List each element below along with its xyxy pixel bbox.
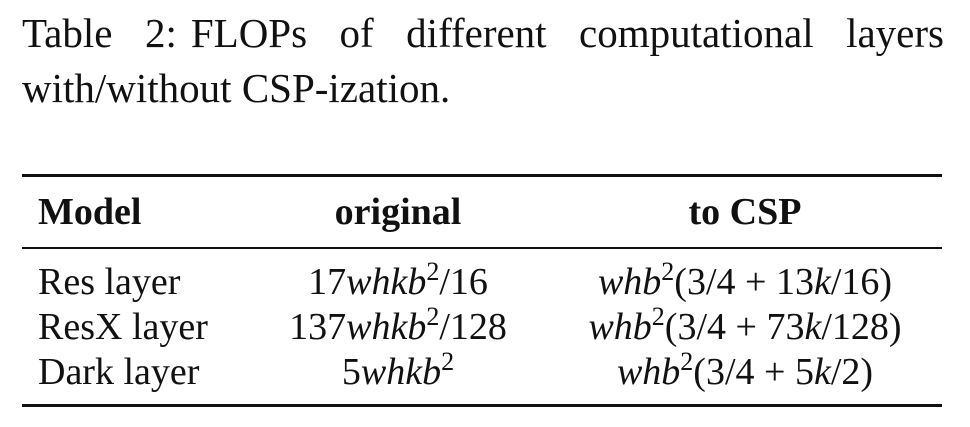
row-original-flops: 5whkb2 xyxy=(341,346,455,393)
table-header-row: Model original to CSP xyxy=(22,177,942,247)
flops-table: Model original to CSP Res layer 17whkb2/… xyxy=(22,174,942,407)
row-csp-flops: whb2(3/4 + 13k/16) xyxy=(597,256,893,303)
caption-label: Table 2: xyxy=(22,10,177,56)
caption-text: FLOPs of different computational layers … xyxy=(22,10,944,111)
table-row: Res layer 17whkb2/16 whb2(3/4 + 13k/16) xyxy=(22,249,942,304)
table-bottom-rule xyxy=(22,404,942,407)
header-original: original xyxy=(334,191,462,233)
table-row: Dark layer 5whkb2 whb2(3/4 + 5k/2) xyxy=(22,346,942,404)
row-original-flops: 17whkb2/16 xyxy=(308,256,488,303)
header-to-csp: to CSP xyxy=(688,191,802,233)
row-model-name: Res layer xyxy=(38,260,181,303)
table-mid-rule xyxy=(22,247,942,249)
row-csp-flops: whb2(3/4 + 5k/2) xyxy=(616,346,874,393)
table-top-rule xyxy=(22,174,942,177)
row-model-name: ResX layer xyxy=(38,305,208,348)
row-model-name: Dark layer xyxy=(38,350,200,393)
row-original-flops: 137whkb2/128 xyxy=(289,301,507,348)
table-row: ResX layer 137whkb2/128 whb2(3/4 + 73k/1… xyxy=(22,301,942,349)
table-caption: Table 2:FLOPs of different computational… xyxy=(22,6,944,116)
table-body: Model original to CSP Res layer 17whkb2/… xyxy=(22,177,942,404)
row-csp-flops: whb2(3/4 + 73k/128) xyxy=(588,301,902,348)
header-model: Model xyxy=(38,191,142,233)
